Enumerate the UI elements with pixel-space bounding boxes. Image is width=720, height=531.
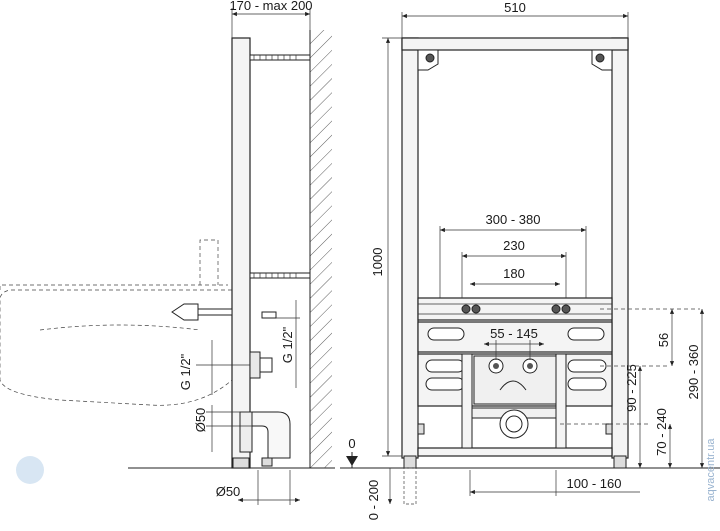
top-bracket-right: [591, 49, 613, 71]
frame-top-rail: [401, 37, 629, 51]
drain-diameter-vertical-label: Ø50: [193, 408, 208, 433]
top-bracket-left: [417, 49, 439, 71]
dim-290-360-label: 290 - 360: [686, 345, 701, 400]
water-inlet-left-core: [493, 363, 499, 369]
frame-foot-right: [613, 455, 627, 469]
frame-post-side: [231, 37, 251, 469]
slot-r2: [567, 377, 607, 391]
watermark-logo-icon: [16, 456, 44, 484]
dim-90-225-label: 90 - 225: [624, 364, 639, 412]
dim-56-label: 56: [656, 333, 671, 347]
frame-foot-left: [403, 455, 417, 469]
front-view: 510 1000 300 - 380 230 180 55 - 145 56 9…: [340, 0, 720, 520]
bidet-crossbar: [417, 297, 613, 321]
floor-offset-label: 100 - 160: [567, 476, 622, 491]
bidet-tank-outline: [199, 239, 219, 285]
bracket-mid-label: 230: [503, 238, 525, 253]
side-clip-right: [605, 423, 613, 435]
side-clip-left: [417, 423, 425, 435]
valve-block: [473, 355, 565, 405]
water-spacing-label: 55 - 145: [490, 326, 538, 341]
drain-elbow-side: [239, 411, 291, 467]
foot-adjust-label: 0 - 200: [366, 480, 381, 520]
bidet-outline: [0, 289, 233, 406]
valve-arch: [499, 380, 527, 391]
center-left-strut: [461, 353, 473, 449]
frame-bottom-rail: [417, 447, 613, 457]
bidet-bowl-line: [39, 324, 201, 331]
bolt-hole-3: [551, 304, 561, 314]
width-label: 510: [504, 0, 526, 15]
thread-lower-label: G 1/2": [178, 353, 193, 390]
water-inlet-right-core: [527, 363, 533, 369]
drain-inner: [505, 415, 523, 433]
wall-hatching: [310, 30, 332, 468]
watermark: aqvacentr.ua: [16, 438, 717, 502]
center-right-strut: [555, 353, 567, 449]
bolt-hole-2: [471, 304, 481, 314]
thread-upper-label: G 1/2": [280, 326, 295, 363]
water-connector-side: [249, 311, 277, 379]
side-view: 170 - max 200 G 1/2" G 1/2" Ø50 Ø50: [0, 0, 335, 505]
wall-anchor-bottom: [249, 272, 311, 279]
wall-anchor-top: [249, 54, 311, 61]
zero-label: 0: [348, 436, 355, 451]
slot-r1: [567, 359, 607, 373]
watermark-text: aqvacentr.ua: [705, 438, 717, 502]
bracket-range-label: 300 - 380: [486, 212, 541, 227]
slot-left-top: [427, 327, 465, 341]
bolt-hole-1: [461, 304, 471, 314]
dim-70-240-label: 70 - 240: [654, 408, 669, 456]
bidet-rim: [0, 284, 228, 290]
bolt-hole-4: [561, 304, 571, 314]
frame-left-post: [401, 37, 419, 459]
drain-diameter-bottom-label: Ø50: [216, 484, 241, 499]
slot-right-top: [567, 327, 605, 341]
zero-level-marker: 0: [346, 436, 358, 468]
depth-label: 170 - max 200: [229, 0, 312, 13]
bidet-mounting-bolt: [171, 303, 233, 321]
frame-foot-side: [232, 457, 250, 469]
bracket-inner-label: 180: [503, 266, 525, 281]
foot-extension-dashed: [403, 467, 417, 505]
height-label: 1000: [370, 248, 385, 277]
slot-l1: [425, 359, 465, 373]
slot-l2: [425, 377, 465, 391]
